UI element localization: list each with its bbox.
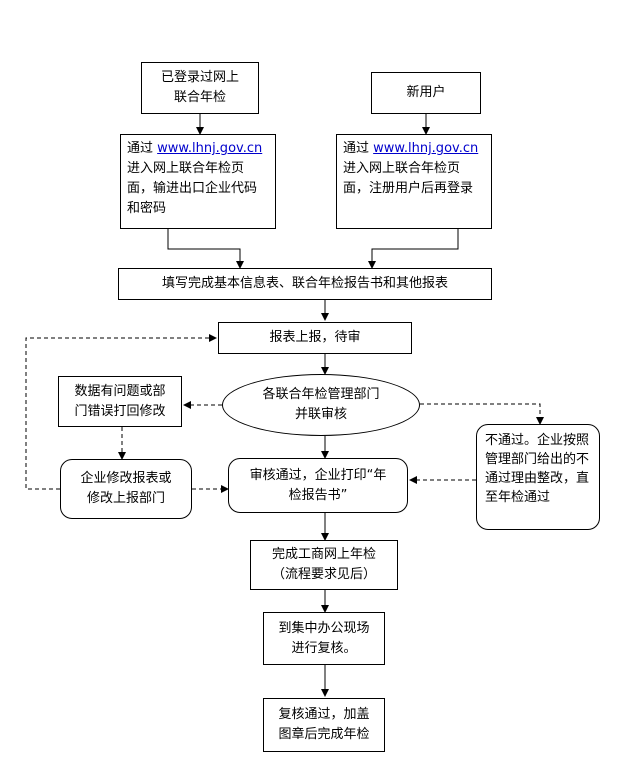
path-b-text: 进入网上联合年检页面，注册用户后再登录 [343, 161, 474, 196]
node-data-issue: 数据有问题或部 门错误打回修改 [58, 376, 182, 427]
node-new-user: 新用户 [371, 72, 481, 114]
node-fill-forms: 填写完成基本信息表、联合年检报告书和其他报表 [118, 268, 492, 300]
path-a-text: 进入网上联合年检页面，输进出口企业代码和密码 [127, 161, 258, 216]
node-path-new: 通过 www.lhnj.gov.cn 进入网上联合年检页面，注册用户后再登录 [336, 134, 492, 229]
node-submit: 报表上报，待审 [218, 322, 412, 354]
node-logged-in: 已登录过网上 联合年检 [141, 62, 259, 114]
node-path-existing: 通过 www.lhnj.gov.cn 进入网上联合年检页面，输进出口企业代码和密… [120, 134, 276, 229]
node-final: 复核通过，加盖 图章后完成年检 [263, 698, 385, 752]
node-approved: 审核通过，企业打印“年 检报告书” [228, 458, 408, 513]
dashed-arrow-review-to-rejected [420, 403, 544, 425]
node-rejected: 不通过。企业按照管理部门给出的不通过理由整改，直至年检通过 [476, 424, 600, 530]
path-a-url-link[interactable]: www.lhnj.gov.cn [157, 141, 263, 156]
path-b-prefix: 通过 [343, 141, 374, 156]
node-review: 各联合年检管理部门 并联审核 [222, 374, 420, 436]
node-complete-online: 完成工商网上年检 （流程要求见后） [250, 540, 398, 590]
arrow-path-b-to-fill [368, 229, 459, 269]
dashed-arrow-company-fix-to-submit [25, 334, 217, 490]
node-company-fix: 企业修改报表或 修改上报部门 [60, 459, 192, 519]
node-onsite: 到集中办公现场 进行复核。 [263, 612, 385, 665]
arrow-path-a-to-fill [167, 229, 244, 269]
path-a-prefix: 通过 [127, 141, 158, 156]
path-b-url-link[interactable]: www.lhnj.gov.cn [373, 141, 479, 156]
